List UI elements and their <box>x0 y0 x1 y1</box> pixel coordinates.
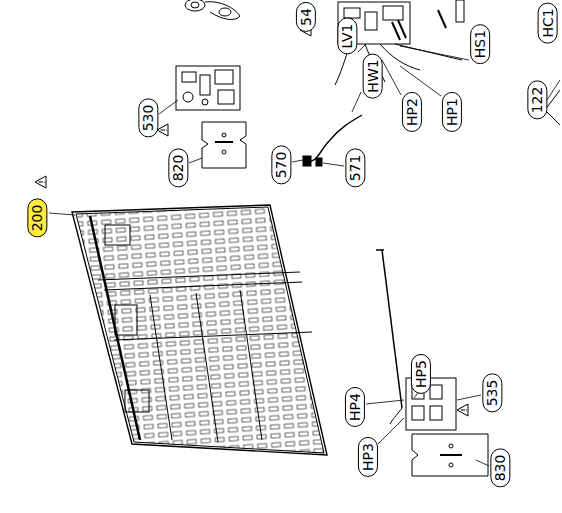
callout-number: 54 <box>296 2 316 32</box>
callout-number: 530 <box>138 99 158 138</box>
callout-number: HP4 <box>345 387 365 427</box>
callout-number: 830 <box>490 449 510 488</box>
callout-number: 122 <box>527 81 547 120</box>
callout-number: 820 <box>168 149 188 188</box>
callout-number: HP2 <box>402 92 422 132</box>
callout-number: 200 <box>27 199 47 238</box>
callout-number: 570 <box>271 146 291 185</box>
callout-number: 535 <box>482 374 502 413</box>
callout-number: HP1 <box>442 92 462 132</box>
callout-number: HS1 <box>470 24 490 64</box>
callout-number: HW1 <box>363 53 383 98</box>
callout-number: 571 <box>345 149 365 188</box>
callout-number: HP5 <box>411 354 431 394</box>
callout-number: LV1 <box>337 18 357 55</box>
callout-number: HP3 <box>358 437 378 477</box>
callout-number: HC1 <box>538 2 558 43</box>
